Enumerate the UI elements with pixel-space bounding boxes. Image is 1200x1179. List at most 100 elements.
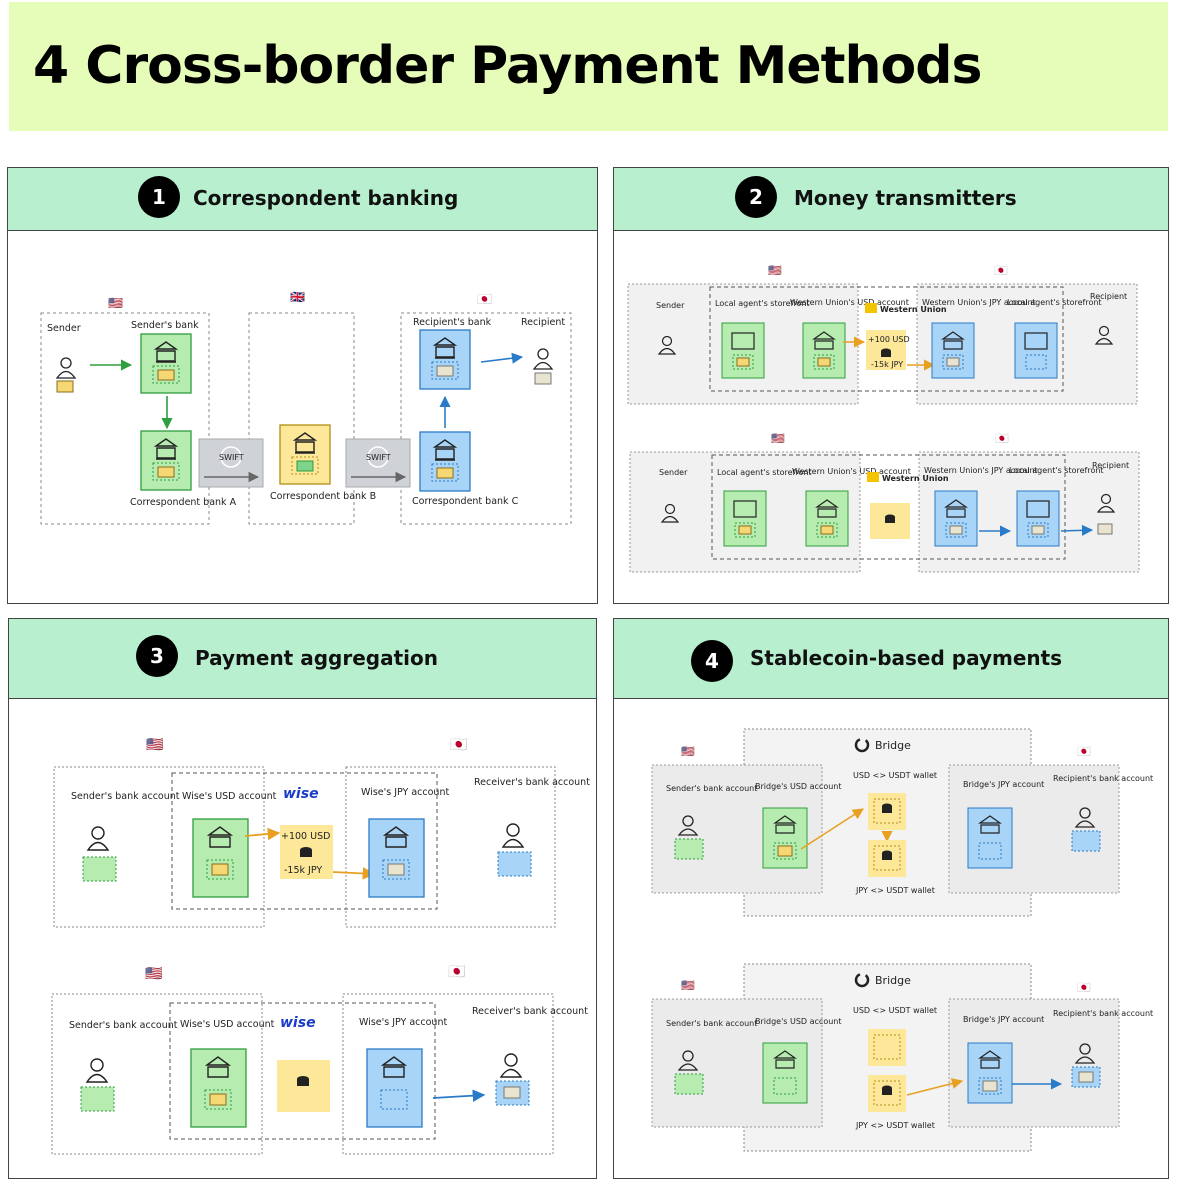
bridge-usd-label-2: Bridge's USD account bbox=[755, 1017, 842, 1026]
usd-usdt-label-2: USD <> USDT wallet bbox=[853, 1006, 937, 1015]
receiver-person-icon bbox=[501, 823, 525, 848]
wise-jpy-label-1: Wise's JPY account bbox=[361, 787, 449, 798]
minus-jpy-1: -15k JPY bbox=[871, 360, 903, 369]
jp-region-2 bbox=[342, 993, 554, 1155]
wise-brand-1: wise bbox=[283, 786, 319, 802]
panel-correspondent-banking: 1 Correspondent banking 🇺🇸 🇬🇧 🇯🇵 Sender … bbox=[7, 167, 598, 604]
flag-us-2: 🇺🇸 bbox=[771, 432, 785, 445]
sender-person-icon bbox=[55, 357, 77, 379]
panel-header: 1 Correspondent banking bbox=[8, 168, 597, 231]
swift-link-2 bbox=[345, 438, 411, 488]
recipient-account-1 bbox=[1071, 830, 1101, 852]
correspondent-bank-c-box bbox=[419, 431, 471, 492]
plus-usd-1: +100 USD bbox=[281, 831, 330, 842]
wise-usd-label-2: Wise's USD account bbox=[180, 1019, 275, 1030]
panel-payment-aggregation: 3 Payment aggregation 🇺🇸 🇯🇵 Sender's ban… bbox=[8, 618, 597, 1179]
wu-jpy-box-1 bbox=[931, 322, 975, 379]
recipient-bank-label-1: Recipient's bank account bbox=[1053, 774, 1153, 783]
payment-aggregation-diagram: 🇺🇸 🇯🇵 Sender's bank account Wise's USD a… bbox=[51, 737, 590, 1155]
wise-zone-2 bbox=[169, 1002, 436, 1140]
correspondent-c-label: Correspondent bank C bbox=[412, 496, 519, 507]
flag-jp-2: 🇯🇵 bbox=[995, 432, 1009, 445]
sender-person-icon bbox=[677, 815, 699, 836]
receiver-person-icon bbox=[499, 1053, 523, 1078]
recipient-label-1: Recipient bbox=[1090, 292, 1127, 301]
wise-zone-1 bbox=[171, 772, 438, 910]
wu-usd-label-1: Western Union's USD account bbox=[790, 298, 909, 307]
panel-title: Stablecoin-based payments bbox=[750, 646, 1063, 670]
bridge-usd-label-1: Bridge's USD account bbox=[755, 782, 842, 791]
sender-person-icon bbox=[660, 503, 680, 523]
sender-label-1: Sender bbox=[656, 301, 685, 310]
local-agent-jp-label-2: Local agent's storefront bbox=[1009, 466, 1104, 475]
recipient-person-icon bbox=[532, 348, 554, 370]
jp-region-1 bbox=[345, 766, 556, 928]
correspondent-banking-diagram: 🇺🇸 🇬🇧 🇯🇵 Sender Sender's bank Recipient'… bbox=[40, 290, 572, 525]
wise-jpy-box-1 bbox=[368, 818, 425, 898]
recipient-bank-label-2: Recipient's bank account bbox=[1053, 1009, 1153, 1018]
flag-jp-1: 🇯🇵 bbox=[450, 737, 468, 753]
sender-bank-label-2: Sender's bank account bbox=[666, 1019, 757, 1028]
jp-region bbox=[400, 312, 572, 525]
panel-title: Payment aggregation bbox=[195, 646, 438, 670]
panel-number-badge: 3 bbox=[136, 635, 178, 677]
flag-jp: 🇯🇵 bbox=[477, 292, 492, 306]
flag-jp-2: 🇯🇵 bbox=[1077, 981, 1091, 994]
minus-jpy-1: -15k JPY bbox=[284, 865, 322, 876]
wu-usd-label-2: Western Union's USD account bbox=[792, 467, 911, 476]
us-region-1 bbox=[53, 766, 265, 928]
wu-jpy-box-2 bbox=[934, 490, 978, 547]
panel-header: 4 Stablecoin-based payments bbox=[614, 619, 1168, 699]
arrow-bank-to-recipient bbox=[480, 352, 524, 364]
recipients-bank-label: Recipient's bank bbox=[413, 317, 492, 328]
stablecoin-payments-diagram: Bridge 🇺🇸 🇯🇵 Sender's bank account Bridg… bbox=[651, 728, 1153, 1152]
recipient-person-icon bbox=[1094, 325, 1114, 345]
sender-person-icon bbox=[86, 826, 110, 851]
sender-person-icon bbox=[657, 335, 677, 355]
sender-account-2 bbox=[674, 1073, 704, 1095]
recipient-person-icon bbox=[1074, 807, 1096, 828]
local-agent-jp-box-1 bbox=[1014, 322, 1058, 379]
swift-link-1 bbox=[198, 438, 264, 488]
cash-usd-icon bbox=[56, 380, 74, 393]
recipient-label-2: Recipient bbox=[1092, 461, 1129, 470]
swift-label-2: SWIFT bbox=[366, 453, 391, 462]
wu-brand-2: Western Union bbox=[882, 474, 949, 483]
us-region-2 bbox=[51, 993, 263, 1155]
wu-logo-2 bbox=[867, 472, 879, 482]
local-agent-box-1 bbox=[721, 322, 765, 379]
bridge-usd-box-1 bbox=[762, 807, 808, 869]
local-agent-label-1: Local agent's storefront bbox=[715, 299, 810, 308]
flag-us: 🇺🇸 bbox=[108, 296, 123, 310]
sender-person-icon bbox=[85, 1058, 109, 1083]
bridge-jpy-box-1 bbox=[967, 807, 1013, 869]
us-region bbox=[40, 312, 210, 525]
bridge-logo-2 bbox=[854, 972, 870, 988]
receiver-bank-label-2: Receiver's bank account bbox=[472, 1006, 588, 1017]
local-agent-label-2: Local agent's storefront bbox=[717, 468, 812, 477]
usd-usdt-label-1: USD <> USDT wallet bbox=[853, 771, 937, 780]
sender-bank-label-1: Sender's bank account bbox=[71, 791, 180, 802]
title-band: 4 Cross-border Payment Methods bbox=[9, 2, 1168, 131]
jpy-usdt-label-1: JPY <> USDT wallet bbox=[855, 886, 935, 895]
panel-number-badge: 1 bbox=[138, 176, 180, 218]
wise-usd-label-1: Wise's USD account bbox=[182, 791, 277, 802]
bridge-jpy-box-2 bbox=[967, 1042, 1013, 1104]
recipient-label: Recipient bbox=[521, 317, 565, 328]
local-agent-box-2 bbox=[723, 490, 767, 547]
flag-jp-2: 🇯🇵 bbox=[448, 964, 466, 980]
sender-account-2 bbox=[80, 1086, 115, 1112]
wu-logo-1 bbox=[865, 303, 877, 313]
uk-region bbox=[248, 312, 355, 525]
panel-stablecoin-payments: 4 Stablecoin-based payments Bridge 🇺🇸 🇯🇵… bbox=[613, 618, 1169, 1179]
swift-label-1: SWIFT bbox=[219, 453, 244, 462]
bridge-label-2: Bridge bbox=[875, 974, 911, 987]
recipients-bank-box bbox=[419, 329, 471, 390]
wu-usd-box-2 bbox=[805, 490, 849, 547]
flag-us-1: 🇺🇸 bbox=[146, 737, 164, 753]
flag-jp-1: 🇯🇵 bbox=[1077, 745, 1091, 758]
wu-zone-1 bbox=[709, 286, 1064, 392]
jpy-usdt-label-2: JPY <> USDT wallet bbox=[855, 1121, 935, 1130]
senders-bank-box bbox=[140, 333, 192, 394]
bridge-jpy-label-1: Bridge's JPY account bbox=[963, 780, 1044, 789]
